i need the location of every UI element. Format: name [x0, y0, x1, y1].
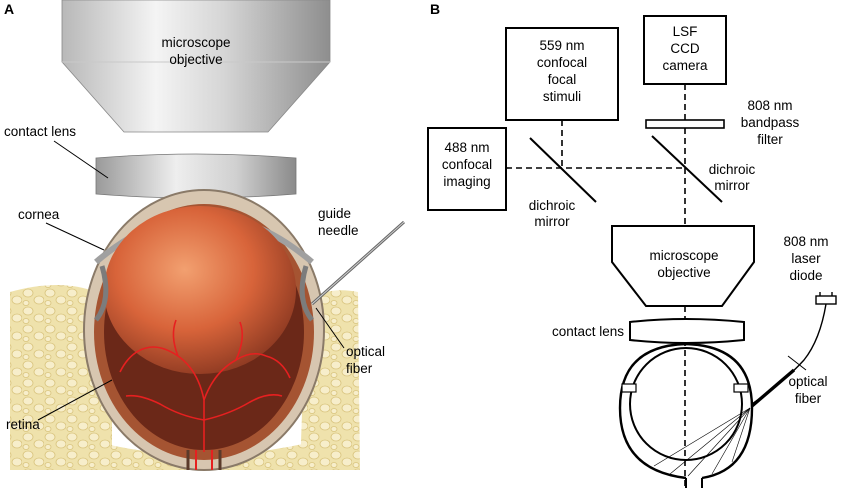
cornea-label: cornea: [18, 207, 60, 222]
eye-illustration: [83, 189, 325, 471]
objective-label-b-2: objective: [657, 265, 710, 280]
filter-label-1: 808 nm: [747, 98, 792, 113]
cam-label-2: CCD: [670, 41, 699, 56]
retina-label: retina: [6, 417, 40, 432]
imaging-label-2: confocal: [442, 157, 492, 172]
cam-label-1: LSF: [673, 24, 698, 39]
filter-label-2: bandpass: [741, 115, 800, 130]
guide-needle-label-2: needle: [318, 223, 359, 238]
dichroic2-label-2: mirror: [714, 178, 750, 193]
dichroic-mirror-2: [651, 135, 723, 203]
dichroic1-label-2: mirror: [534, 214, 570, 229]
fiber-label-b-2: fiber: [795, 391, 822, 406]
contact-lens-label-b: contact lens: [552, 324, 624, 339]
stimuli-box: [505, 27, 619, 121]
objective-label-a-2: objective: [169, 52, 222, 67]
optical-fiber-label-a-1: optical: [346, 344, 385, 359]
optical-path: [506, 84, 686, 488]
fiber-label-b-1: optical: [788, 374, 827, 389]
optical-fiber-label-a-2: fiber: [346, 361, 373, 376]
panel-a: A: [4, 0, 405, 471]
imaging-label-1: 488 nm: [444, 140, 489, 155]
stim-label-4: stimuli: [543, 89, 581, 104]
optical-fiber-leader-a: [315, 307, 345, 349]
contact-lens-shape: [95, 153, 297, 199]
stim-label-3: focal: [548, 72, 577, 87]
imaging-box: [427, 127, 507, 211]
laser-label-1: 808 nm: [783, 234, 828, 249]
contact-lens-label-a: contact lens: [4, 124, 76, 139]
dichroic-mirror-1: [529, 137, 597, 203]
stim-label-1: 559 nm: [539, 38, 584, 53]
objective-label-a-1: microscope: [161, 35, 230, 50]
filter-label-3: filter: [757, 132, 783, 147]
contact-lens-shape-b: [629, 318, 745, 344]
imaging-label-3: imaging: [443, 174, 490, 189]
dichroic2-label-1: dichroic: [709, 162, 756, 177]
eye-schematic: [618, 342, 754, 488]
bandpass-filter-shape: [645, 119, 725, 129]
objective-label-b-1: microscope: [649, 248, 718, 263]
stim-label-2: confocal: [537, 55, 587, 70]
optical-fiber-ferrule-b: [750, 368, 796, 408]
guide-needle-label-1: guide: [318, 206, 351, 221]
cornea-leader: [45, 222, 105, 251]
panel-a-letter: A: [4, 1, 14, 17]
cam-label-3: camera: [662, 58, 708, 73]
retina-leader: [37, 379, 113, 421]
dichroic1-label-1: dichroic: [529, 198, 576, 213]
objective-shape-b: [611, 225, 755, 307]
fiber-leader-b: [787, 355, 807, 371]
laser-diode-shape: [815, 292, 837, 305]
contact-lens-leader-a: [53, 140, 109, 179]
panel-b: B 559 nm confocal focal stimuli LSF CCD …: [427, 1, 837, 488]
laser-label-3: diode: [789, 268, 822, 283]
laser-label-2: laser: [791, 251, 821, 266]
panel-b-letter: B: [430, 1, 440, 17]
optical-fiber-shape-b: [751, 303, 827, 405]
